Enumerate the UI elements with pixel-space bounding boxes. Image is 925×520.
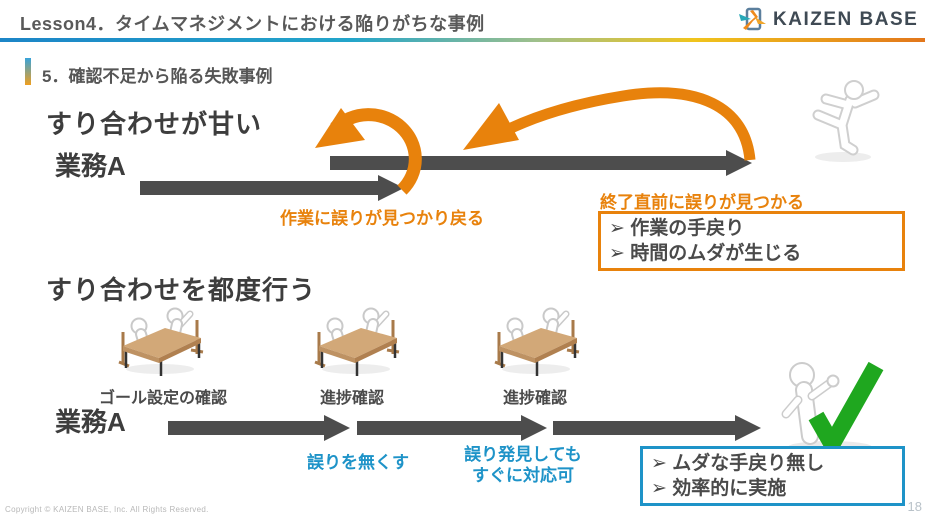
case1-arrow-first-run <box>140 175 404 201</box>
case2-arrow-1 <box>168 415 350 441</box>
kaizen-logo-icon <box>739 7 766 31</box>
case2-note-2: 誤り発見しても すぐに対応可 <box>443 444 603 486</box>
section-heading: 5．確認不足から陥る失敗事例 <box>42 67 273 86</box>
meeting-illustration <box>314 307 400 376</box>
case2-note-2-line2: すぐに対応可 <box>472 466 574 485</box>
checkpoint-label: 進捗確認 <box>319 390 384 407</box>
meeting-illustration <box>118 307 204 376</box>
section-accent-bar <box>25 58 31 85</box>
case2-task-label: 業務A <box>55 407 126 437</box>
meeting-illustration <box>494 307 580 376</box>
result-item: ➢ 作業の手戻り <box>609 218 745 239</box>
checkpoint-label: ゴール設定の確認 <box>98 390 227 407</box>
case1-result-box: ➢ 作業の手戻り ➢ 時間のムダが生じる <box>598 211 905 271</box>
result-item: ➢ 時間のムダが生じる <box>609 243 802 264</box>
kaizen-logo: KAIZEN BASE <box>738 5 918 35</box>
case2-note-2-line1: 誤り発見しても <box>464 445 582 464</box>
case1-note-end: 終了直前に誤りが見つかる <box>600 193 804 212</box>
long-return-arrow-icon <box>463 87 756 161</box>
case2-arrow-3 <box>553 415 761 441</box>
rework-loop-arrow-icon <box>315 108 422 195</box>
case2-result-box: ➢ ムダな手戻り無し ➢ 効率的に実施 <box>640 446 905 506</box>
result-item: ➢ ムダな手戻り無し <box>651 453 825 474</box>
stumbling-person-icon <box>812 80 880 162</box>
case2-heading: すり合わせを都度行う <box>46 275 317 305</box>
case2-note-1: 誤りを無くす <box>307 453 409 472</box>
result-item: ➢ 効率的に実施 <box>651 478 787 499</box>
case1-arrow-second-run <box>330 150 752 176</box>
check-person-icon <box>781 361 884 462</box>
case2-arrow-2 <box>357 415 547 441</box>
kaizen-logo-text: KAIZEN BASE <box>773 9 919 30</box>
case1-note-mid: 作業に誤りが見つかり戻る <box>280 209 484 228</box>
header-gradient-rule <box>0 38 925 42</box>
case1-heading: すり合わせが甘い <box>46 109 263 139</box>
header-title: Lesson4．タイムマネジメントにおける陥りがちな事例 <box>20 14 485 34</box>
checkpoint-label: 進捗確認 <box>502 390 567 407</box>
footer-copyright: Copyright © KAIZEN BASE, Inc. All Rights… <box>5 505 209 514</box>
case1-task-label: 業務A <box>55 151 126 181</box>
page-number: 18 <box>907 499 922 514</box>
